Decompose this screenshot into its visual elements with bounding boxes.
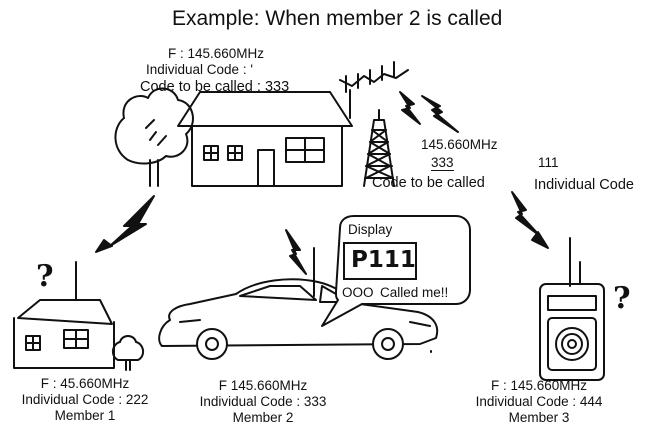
member1-name: Member 1: [54, 408, 116, 423]
page-title: Example: When member 2 is called: [172, 7, 503, 30]
member3-individual-code: Individual Code : 444: [475, 394, 603, 409]
member2-name: Member 2: [232, 410, 294, 425]
signal-bolt-member3: [511, 191, 549, 249]
base-station-house: [177, 61, 409, 187]
transmission-code-to-call-value: 333: [431, 155, 454, 171]
member3-handheld-radio: [539, 237, 605, 381]
question-mark-member1: ?: [36, 259, 54, 294]
member2-frequency: F 145.660MHz: [218, 378, 308, 393]
transmission-individual-code-value: 111: [538, 155, 559, 170]
base-frequency: F : 145.660MHz: [168, 46, 265, 61]
transmission-frequency: 145.660MHz: [421, 137, 498, 152]
member1-individual-code: Individual Code : 222: [21, 392, 149, 407]
member1-tree: [112, 335, 144, 371]
display-message: Called me!!: [380, 285, 449, 300]
member1-house: [13, 261, 115, 369]
base-code-to-call: Code to be called : 333: [140, 79, 290, 95]
member2-individual-code: Individual Code : 333: [199, 394, 327, 409]
base-individual-code: Individual Code : ': [146, 62, 253, 77]
member3-name: Member 3: [508, 410, 570, 425]
member3-frequency: F : 145.660MHz: [490, 378, 588, 393]
signal-bolt-member1: [95, 195, 155, 253]
member1-frequency: F : 45.660MHz: [40, 376, 130, 391]
display-indicator: OOO: [342, 285, 374, 300]
question-mark-member3: ?: [613, 281, 631, 316]
signal-bolt-tower: [399, 91, 459, 133]
tree-base-station: [114, 87, 194, 187]
display-screen: P111: [343, 242, 417, 280]
signal-bolt-member2: [285, 229, 307, 275]
transmission-code-to-call-label: Code to be called: [372, 175, 485, 191]
antenna-tower: [363, 109, 395, 187]
display-screen-value: P111: [351, 247, 416, 273]
transmission-individual-code-label: Individual Code: [534, 177, 634, 193]
display-label: Display: [348, 222, 393, 237]
